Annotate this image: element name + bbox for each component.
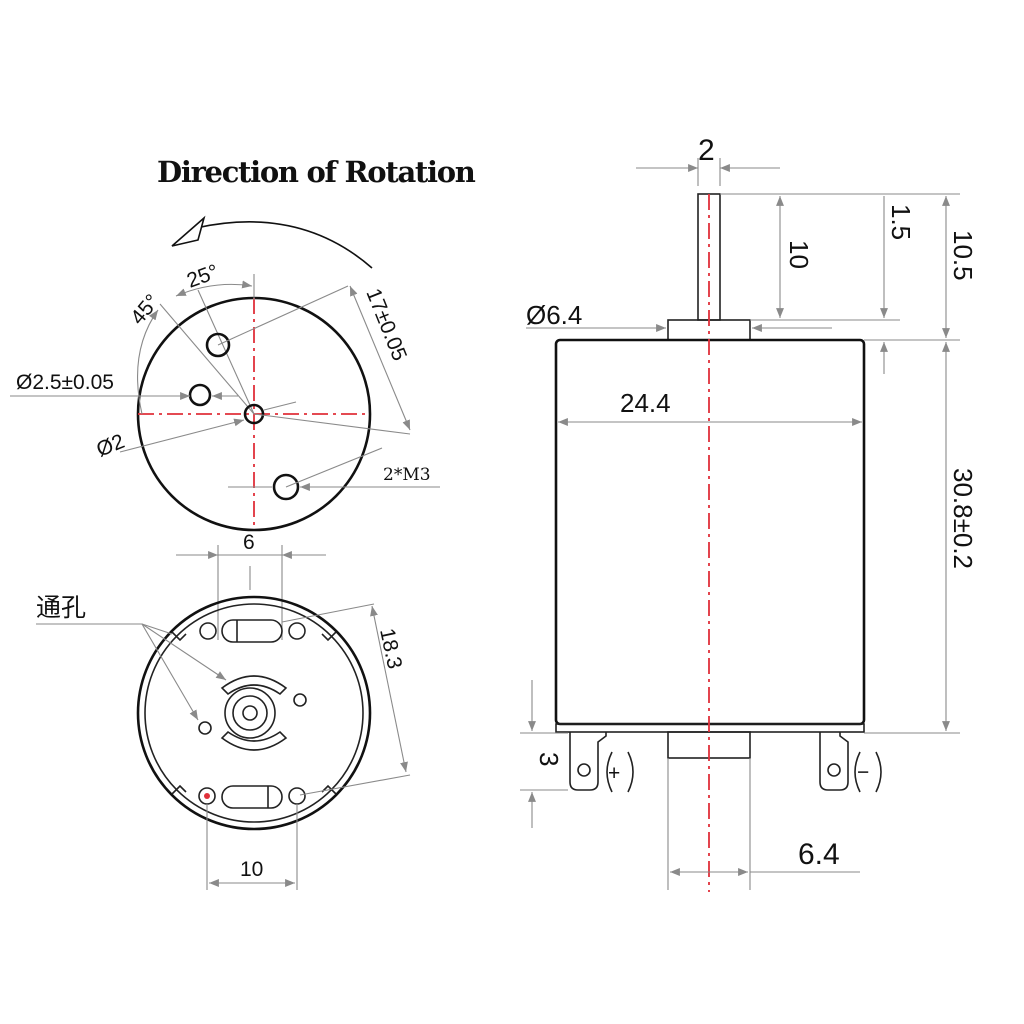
bearing-outer — [224, 687, 276, 739]
height-label: 18.3 — [375, 626, 406, 671]
shaft-hole — [243, 403, 265, 425]
terminal-slot-top — [221, 619, 283, 643]
tab-spacing-label: 6 — [243, 531, 255, 554]
minus-label: − — [857, 761, 869, 784]
bearing-arc-bottom — [220, 730, 288, 751]
vent-hole-tr — [288, 622, 306, 640]
boss-height-label: 1.5 — [886, 204, 916, 240]
vent-label: 通孔 — [36, 593, 86, 622]
title-direction-of-rotation: Direction of Rotation — [157, 155, 476, 189]
mount-hole-top — [205, 332, 231, 358]
angle-arc-45 — [137, 309, 159, 415]
radius-dim-line — [349, 285, 411, 431]
bottom-boss-label: 6.4 — [798, 838, 840, 871]
bearing-arc-top — [220, 675, 288, 696]
radius-label: 17±0.05 — [361, 285, 411, 364]
plus-paren — [606, 751, 634, 793]
height-ext-top — [281, 603, 375, 623]
red-marker-dot-core — [204, 793, 210, 799]
radius-ext-bottom — [253, 413, 411, 435]
shaft-dia-leader — [119, 418, 245, 453]
terminal-minus-hole — [827, 763, 841, 777]
terminal-height-label: 3 — [534, 752, 564, 766]
vent-hole-tl — [199, 622, 217, 640]
angle-guide-45 — [159, 303, 255, 415]
terminal-slot-bottom — [221, 785, 283, 809]
vent-hole-side-r — [293, 693, 307, 707]
shaft-dia-label: Ø2 — [93, 430, 128, 462]
body-length-label: 30.8±0.2 — [948, 468, 978, 569]
radius-leader — [217, 285, 349, 346]
plus-label: + — [608, 762, 620, 785]
shaft-width-label: 2 — [698, 134, 715, 167]
terminal-plus-hole — [577, 763, 591, 777]
boss-dia-label: Ø6.4 — [526, 300, 582, 330]
rear-outer-circle — [136, 595, 372, 831]
shaft-dia-leader-r — [263, 401, 297, 411]
vent-hole-side-l — [198, 721, 212, 735]
angle-45-label: 45° — [126, 290, 164, 329]
thread-label: 2*M3 — [383, 465, 431, 485]
side-view: 2 + − 10 1.5 10.5 — [520, 134, 978, 892]
height-ext-bottom — [299, 774, 411, 796]
motor-body — [554, 338, 866, 726]
rear-inner-circle — [144, 603, 364, 823]
notch-tl — [171, 631, 187, 642]
shaft-length-label: 10 — [784, 240, 814, 269]
vent-leader-1 — [141, 623, 227, 681]
vent-leader-2 — [141, 623, 199, 721]
minus-paren — [854, 751, 882, 793]
terminal-plus — [569, 732, 607, 791]
bearing-inner — [242, 705, 258, 721]
mount-hole-bottom — [272, 473, 300, 501]
bearing-mid — [232, 695, 268, 731]
front-view: 45° 25° Ø2.5±0.05 Ø2 17±0.05 2*M3 6 — [10, 215, 440, 554]
thread-leader-slant — [285, 447, 383, 488]
total-top-label: 10.5 — [948, 230, 978, 281]
terminal-minus — [819, 732, 849, 791]
rotation-arrow-head-icon — [171, 215, 206, 247]
notch-bl — [171, 784, 187, 795]
width-label: 10 — [240, 858, 263, 881]
height-dim-line — [370, 605, 408, 773]
notch-tr — [321, 631, 337, 642]
notch-br — [321, 784, 337, 795]
rear-view: 通孔 18.3 10 — [36, 545, 411, 890]
mount-dia-label: Ø2.5±0.05 — [16, 371, 114, 394]
rotation-arrow-arc — [195, 221, 373, 269]
mount-hole-left — [188, 383, 212, 407]
angle-arc-25 — [175, 280, 253, 297]
vent-hole-br — [288, 787, 306, 805]
vent-leader-3 — [141, 623, 173, 635]
angle-25-label: 25° — [184, 260, 222, 292]
body-dia-label: 24.4 — [620, 388, 671, 418]
